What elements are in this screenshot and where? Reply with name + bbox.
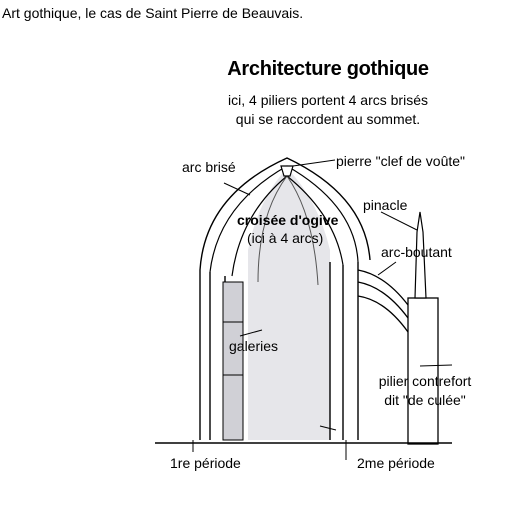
label-periode-2: 2me période — [357, 455, 435, 471]
diagram-title: Architecture gothique — [227, 58, 429, 80]
period-dividers — [192, 440, 347, 460]
keystone — [280, 165, 294, 177]
diagram-subtitle-2: qui se raccordent au sommet. — [235, 111, 421, 127]
label-galeries: galeries — [229, 338, 279, 354]
label-periode-1: 1re période — [170, 455, 241, 471]
label-pilier-1: pilier contrefort — [378, 373, 472, 389]
label-croisee-2: (ici à 4 arcs) — [247, 230, 324, 246]
label-croisee-1: croisée d'ogive — [237, 212, 339, 228]
galleries-block — [222, 281, 244, 441]
page-caption: Art gothique, le cas de Saint Pierre de … — [2, 5, 304, 21]
label-arc-boutant: arc-boutant — [381, 244, 452, 260]
nave-shading — [248, 168, 330, 440]
outer-arch — [199, 157, 371, 271]
label-clef-de-voute: pierre "clef de voûte" — [336, 153, 466, 169]
buttress-pillar — [407, 297, 439, 445]
galleries-dividers — [223, 321, 243, 376]
leader-lines — [223, 159, 453, 431]
label-pinacle: pinacle — [363, 197, 408, 213]
pinnacle — [414, 211, 427, 299]
right-pillar — [329, 262, 359, 440]
flying-buttress — [357, 269, 409, 333]
left-pillar — [199, 270, 226, 440]
label-arc-brise: arc brisé — [182, 159, 236, 175]
rib-left — [257, 175, 288, 283]
rib-right — [286, 175, 319, 286]
label-pilier-2: dit "de culée" — [384, 392, 466, 408]
diagram-subtitle-1: ici, 4 piliers portent 4 arcs brisés — [228, 92, 428, 108]
